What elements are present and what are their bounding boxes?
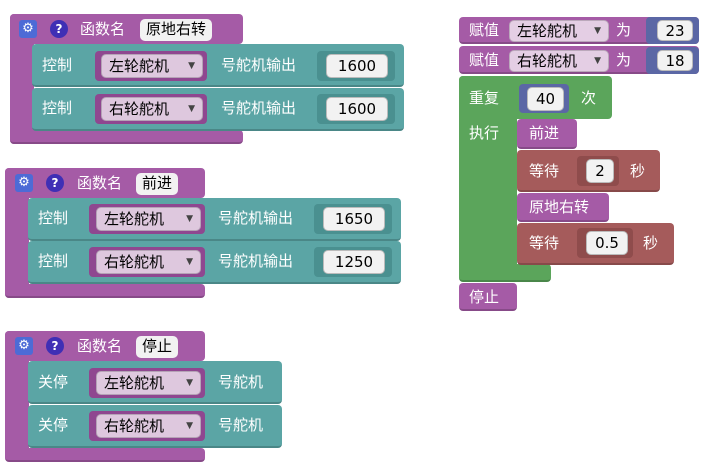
procedure-label: 函数名 bbox=[77, 174, 123, 192]
servo-stop-label: 关停 bbox=[38, 416, 69, 434]
motor-dropdown[interactable]: 右轮舵机 ▼ bbox=[96, 250, 201, 274]
procedure-name-field[interactable]: 停止 bbox=[136, 336, 179, 358]
repeat-count-input[interactable]: 40 bbox=[527, 87, 564, 111]
help-icon[interactable]: ? bbox=[46, 337, 64, 355]
repeat-footer bbox=[459, 264, 551, 282]
servo-action-label: 控制 bbox=[42, 56, 73, 74]
call-block[interactable] bbox=[517, 193, 609, 222]
call-block[interactable] bbox=[517, 119, 577, 149]
assign-to-label: 为 bbox=[616, 51, 632, 69]
chevron-down-icon: ▼ bbox=[188, 61, 195, 71]
variable-dropdown[interactable]: 左轮舵机 ▼ bbox=[509, 20, 609, 42]
servo-suffix-label: 号舵机 bbox=[218, 373, 264, 391]
procedure-footer bbox=[10, 130, 243, 144]
assign-label: 赋值 bbox=[469, 21, 500, 39]
servo-value-input[interactable]: 1650 bbox=[323, 207, 385, 231]
motor-dropdown[interactable]: 左轮舵机 ▼ bbox=[96, 207, 201, 231]
gear-icon[interactable]: ⚙ bbox=[15, 337, 33, 355]
assign-value-input[interactable]: 18 bbox=[657, 50, 693, 71]
motor-dropdown[interactable]: 左轮舵机 ▼ bbox=[101, 54, 203, 78]
gear-icon[interactable]: ⚙ bbox=[19, 20, 37, 38]
gear-icon[interactable]: ⚙ bbox=[15, 174, 33, 192]
repeat-unit-label: 次 bbox=[581, 89, 597, 107]
variable-dropdown-value: 左轮舵机 bbox=[517, 22, 578, 40]
repeat-do-label: 执行 bbox=[469, 124, 500, 142]
servo-value-input[interactable]: 1600 bbox=[326, 54, 388, 78]
servo-output-label: 号舵机输出 bbox=[221, 56, 297, 74]
procedure-label: 函数名 bbox=[77, 337, 123, 355]
servo-value-input[interactable]: 1250 bbox=[323, 250, 385, 274]
assign-value-input[interactable]: 23 bbox=[657, 20, 693, 41]
motor-dropdown-value: 右轮舵机 bbox=[109, 100, 170, 118]
assign-label: 赋值 bbox=[469, 51, 500, 69]
chevron-down-icon: ▼ bbox=[188, 104, 195, 114]
call-name-label: 原地右转 bbox=[529, 198, 590, 216]
procedure-footer bbox=[5, 448, 205, 462]
motor-dropdown-value: 右轮舵机 bbox=[104, 253, 165, 271]
procedure-name-field[interactable]: 原地右转 bbox=[140, 19, 213, 41]
servo-action-label: 控制 bbox=[42, 99, 73, 117]
stop-call-label: 停止 bbox=[469, 288, 500, 306]
repeat-label: 重复 bbox=[469, 89, 500, 107]
wait-unit-label: 秒 bbox=[643, 234, 659, 252]
servo-output-label: 号舵机输出 bbox=[221, 99, 297, 117]
procedure-name-field[interactable]: 前进 bbox=[136, 173, 179, 195]
help-icon[interactable]: ? bbox=[46, 174, 64, 192]
chevron-down-icon: ▼ bbox=[186, 378, 193, 388]
call-name-label: 前进 bbox=[529, 124, 560, 142]
procedure-label: 函数名 bbox=[80, 20, 126, 38]
procedure-footer bbox=[5, 284, 205, 298]
chevron-down-icon: ▼ bbox=[186, 257, 193, 267]
motor-dropdown[interactable]: 左轮舵机 ▼ bbox=[96, 371, 201, 395]
variable-dropdown[interactable]: 右轮舵机 ▼ bbox=[509, 50, 609, 72]
variable-dropdown-value: 右轮舵机 bbox=[517, 52, 578, 70]
chevron-down-icon: ▼ bbox=[594, 56, 601, 66]
servo-output-label: 号舵机输出 bbox=[218, 209, 294, 227]
servo-stop-label: 关停 bbox=[38, 373, 69, 391]
motor-dropdown-value: 右轮舵机 bbox=[104, 417, 165, 435]
repeat-frame bbox=[459, 76, 517, 281]
servo-action-label: 控制 bbox=[38, 252, 69, 270]
stop-call-block[interactable] bbox=[459, 283, 517, 311]
chevron-down-icon: ▼ bbox=[186, 421, 193, 431]
servo-action-label: 控制 bbox=[38, 209, 69, 227]
chevron-down-icon: ▼ bbox=[186, 214, 193, 224]
motor-dropdown-value: 左轮舵机 bbox=[109, 57, 170, 75]
servo-output-label: 号舵机输出 bbox=[218, 252, 294, 270]
wait-unit-label: 秒 bbox=[630, 162, 646, 180]
motor-dropdown[interactable]: 右轮舵机 ▼ bbox=[96, 414, 201, 438]
servo-suffix-label: 号舵机 bbox=[218, 416, 264, 434]
wait-label: 等待 bbox=[529, 162, 560, 180]
help-icon[interactable]: ? bbox=[50, 20, 68, 38]
motor-dropdown-value: 左轮舵机 bbox=[104, 374, 165, 392]
wait-value-input[interactable]: 2 bbox=[586, 159, 614, 183]
assign-to-label: 为 bbox=[616, 21, 632, 39]
motor-dropdown[interactable]: 右轮舵机 ▼ bbox=[101, 97, 203, 121]
wait-value-input[interactable]: 0.5 bbox=[586, 231, 628, 255]
chevron-down-icon: ▼ bbox=[594, 26, 601, 36]
wait-label: 等待 bbox=[529, 234, 560, 252]
servo-value-input[interactable]: 1600 bbox=[326, 97, 388, 121]
motor-dropdown-value: 左轮舵机 bbox=[104, 210, 165, 228]
